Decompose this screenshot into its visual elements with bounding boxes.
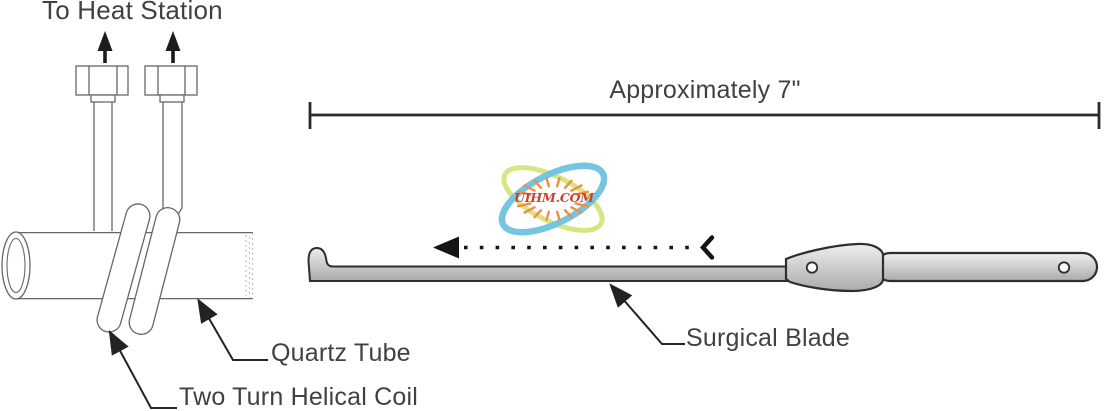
surgical-blade-label: Surgical Blade bbox=[686, 324, 851, 352]
watermark-logo bbox=[498, 162, 608, 236]
motion-arrow bbox=[433, 235, 715, 260]
surgical-blade-drawing bbox=[307, 242, 1099, 293]
watermark-text: UIHM.COM bbox=[514, 190, 594, 205]
up-arrow-icon bbox=[97, 31, 181, 63]
blade-tip bbox=[307, 246, 789, 282]
blade-connector bbox=[784, 242, 885, 293]
helical-coil-drawing bbox=[96, 203, 181, 335]
helical-coil-label: Two Turn Helical Coil bbox=[179, 383, 419, 411]
leader-lines bbox=[108, 283, 685, 409]
quartz-tube-leader bbox=[197, 298, 268, 361]
dimension-line bbox=[308, 102, 1101, 129]
right-chevron-icon bbox=[699, 235, 715, 260]
heat-station-label: To Heat Station bbox=[42, 0, 223, 25]
hex-fittings bbox=[75, 65, 198, 103]
dimension-label: Approximately 7" bbox=[609, 76, 801, 104]
surgical-blade-leader bbox=[609, 283, 685, 345]
logo-green-ellipse bbox=[501, 165, 605, 233]
helical-coil-leader bbox=[108, 329, 177, 409]
quartz-tube-label: Quartz Tube bbox=[271, 339, 411, 367]
logo-sun-rays-icon bbox=[517, 177, 589, 221]
tube-break-stipple bbox=[245, 233, 254, 298]
connector-hole bbox=[805, 261, 819, 274]
logo-blue-ellipse bbox=[498, 162, 608, 236]
handle-hole bbox=[1057, 261, 1071, 274]
left-arrowhead-icon bbox=[433, 236, 459, 259]
